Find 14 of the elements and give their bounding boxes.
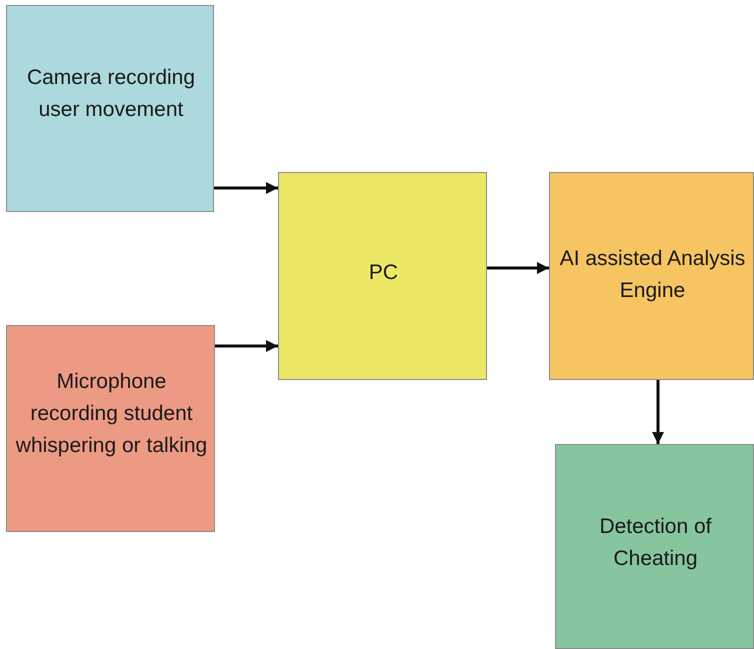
process-box [549, 172, 754, 380]
box-label: AI assisted Analysis Engine [558, 246, 746, 304]
box-label: Camera recording user movement [26, 65, 196, 123]
arrow [215, 340, 278, 352]
process-box [6, 5, 214, 212]
box-label: PC [368, 260, 400, 286]
process-box [6, 325, 215, 532]
box-label: Microphone recording student whispering or talking [14, 369, 208, 459]
arrow [652, 380, 664, 444]
process-box [278, 172, 487, 380]
process-box [555, 444, 754, 649]
box-label: Detection of Cheating [598, 514, 713, 572]
arrow [487, 262, 549, 274]
arrow [214, 182, 278, 194]
